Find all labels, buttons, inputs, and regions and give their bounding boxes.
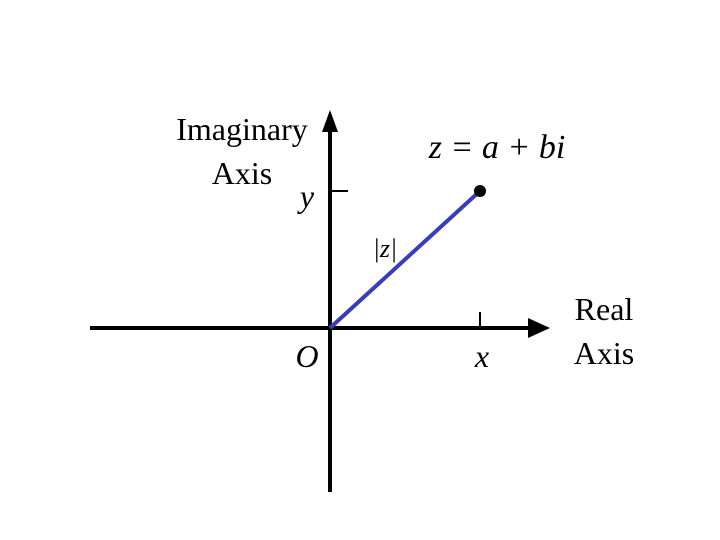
imaginary-axis-title-line2: Axis: [212, 155, 272, 191]
imaginary-axis-title-line1: Imaginary: [176, 111, 308, 147]
real-axis-title-line1: Real: [575, 291, 634, 327]
real-axis-arrowhead: [528, 318, 550, 338]
real-axis-title-line2: Axis: [574, 335, 634, 371]
y-tick-label: y: [297, 178, 315, 214]
x-tick-label: x: [474, 338, 489, 374]
point-equation: z = a + bi: [428, 129, 566, 166]
modulus-vector: [328, 189, 482, 330]
imaginary-axis-arrowhead: [322, 110, 338, 132]
point-z: [474, 185, 486, 197]
modulus-label: |z|: [373, 234, 397, 263]
origin-label: O: [295, 338, 318, 374]
